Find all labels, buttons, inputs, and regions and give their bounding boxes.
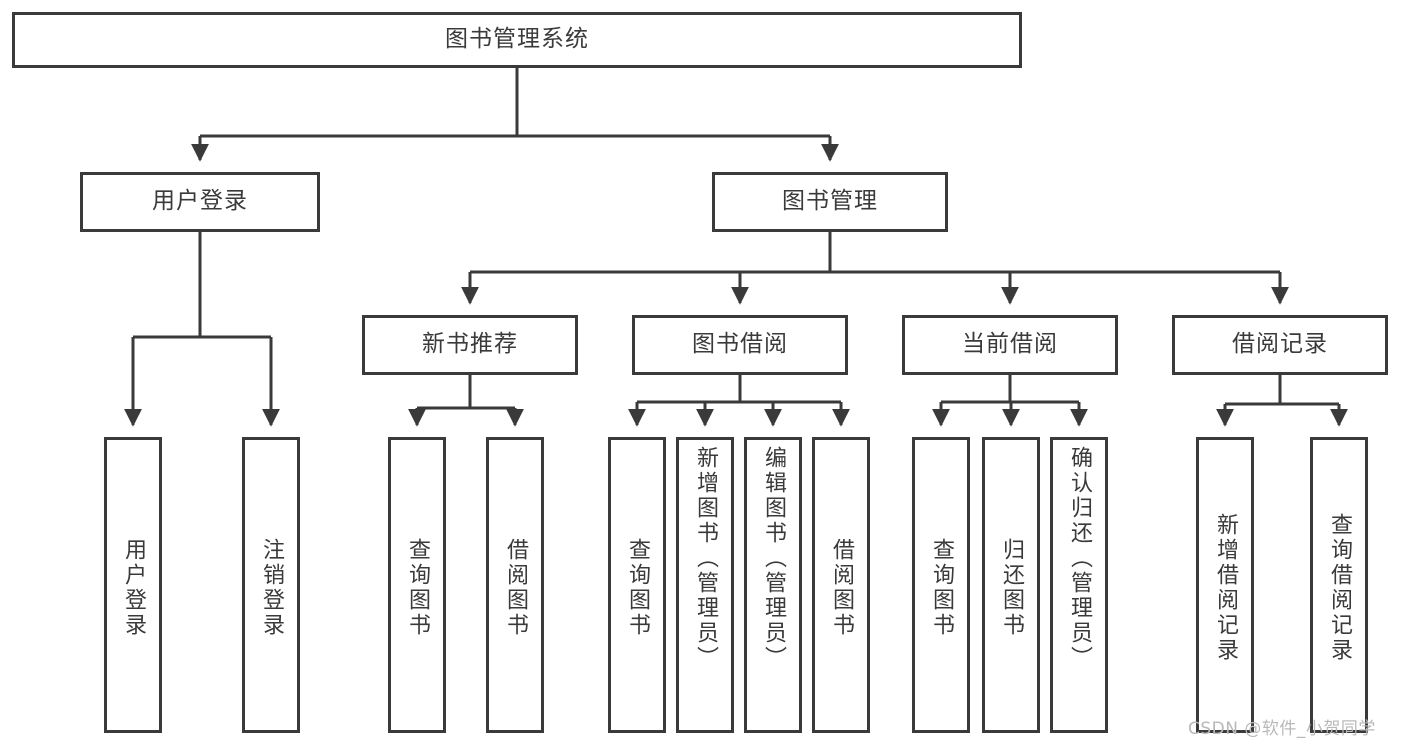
node-label: 图书借阅 xyxy=(692,331,788,358)
watermark-text: CSDN @软件_小贺同学 xyxy=(1188,719,1376,739)
node-label: 查询图书 xyxy=(404,538,430,638)
node-label: 用户登录 xyxy=(152,188,248,215)
node-current-borrow[interactable]: 当前借阅 xyxy=(902,315,1118,375)
node-label: 查询图书 xyxy=(624,538,650,638)
node-root-book-management-system[interactable]: 图书管理系统 xyxy=(12,12,1022,68)
node-label: 查询借阅记录 xyxy=(1326,513,1352,663)
node-user-login[interactable]: 用户登录 xyxy=(80,172,320,232)
node-label: 借阅记录 xyxy=(1232,331,1328,358)
node-leaf-add-borrow-record[interactable]: 新增借阅记录 xyxy=(1196,437,1254,733)
node-label: 新增借阅记录 xyxy=(1212,513,1238,663)
node-leaf-confirm-return-admin[interactable]: 确认归还（管理员） xyxy=(1050,437,1108,733)
node-leaf-borrow-book[interactable]: 借阅图书 xyxy=(812,437,870,733)
node-leaf-query-book-current[interactable]: 查询图书 xyxy=(912,437,970,733)
node-new-book-recommend[interactable]: 新书推荐 xyxy=(362,315,578,375)
node-leaf-logout[interactable]: 注销登录 xyxy=(242,437,300,733)
node-label: 图书管理系统 xyxy=(445,26,589,53)
node-label: 借阅图书 xyxy=(502,538,528,638)
node-borrow-record[interactable]: 借阅记录 xyxy=(1172,315,1388,375)
node-label: 编辑图书（管理员） xyxy=(760,446,786,671)
node-leaf-user-login[interactable]: 用户登录 xyxy=(104,437,162,733)
node-leaf-query-book-borrow[interactable]: 查询图书 xyxy=(608,437,666,733)
node-leaf-add-book-admin[interactable]: 新增图书（管理员） xyxy=(676,437,734,733)
node-leaf-query-book-recommend[interactable]: 查询图书 xyxy=(388,437,446,733)
node-book-management[interactable]: 图书管理 xyxy=(712,172,948,232)
node-label: 借阅图书 xyxy=(828,538,854,638)
node-leaf-query-borrow-record[interactable]: 查询借阅记录 xyxy=(1310,437,1368,733)
node-label: 新增图书（管理员） xyxy=(692,446,718,671)
node-leaf-borrow-book-recommend[interactable]: 借阅图书 xyxy=(486,437,544,733)
node-label: 图书管理 xyxy=(782,188,878,215)
node-label: 归还图书 xyxy=(998,538,1024,638)
node-label: 查询图书 xyxy=(928,538,954,638)
node-label: 注销登录 xyxy=(258,538,284,638)
node-leaf-return-book[interactable]: 归还图书 xyxy=(982,437,1040,733)
node-label: 确认归还（管理员） xyxy=(1066,446,1092,671)
node-label: 当前借阅 xyxy=(962,331,1058,358)
node-book-borrow[interactable]: 图书借阅 xyxy=(632,315,848,375)
node-leaf-edit-book-admin[interactable]: 编辑图书（管理员） xyxy=(744,437,802,733)
node-label: 用户登录 xyxy=(120,538,146,638)
node-label: 新书推荐 xyxy=(422,331,518,358)
